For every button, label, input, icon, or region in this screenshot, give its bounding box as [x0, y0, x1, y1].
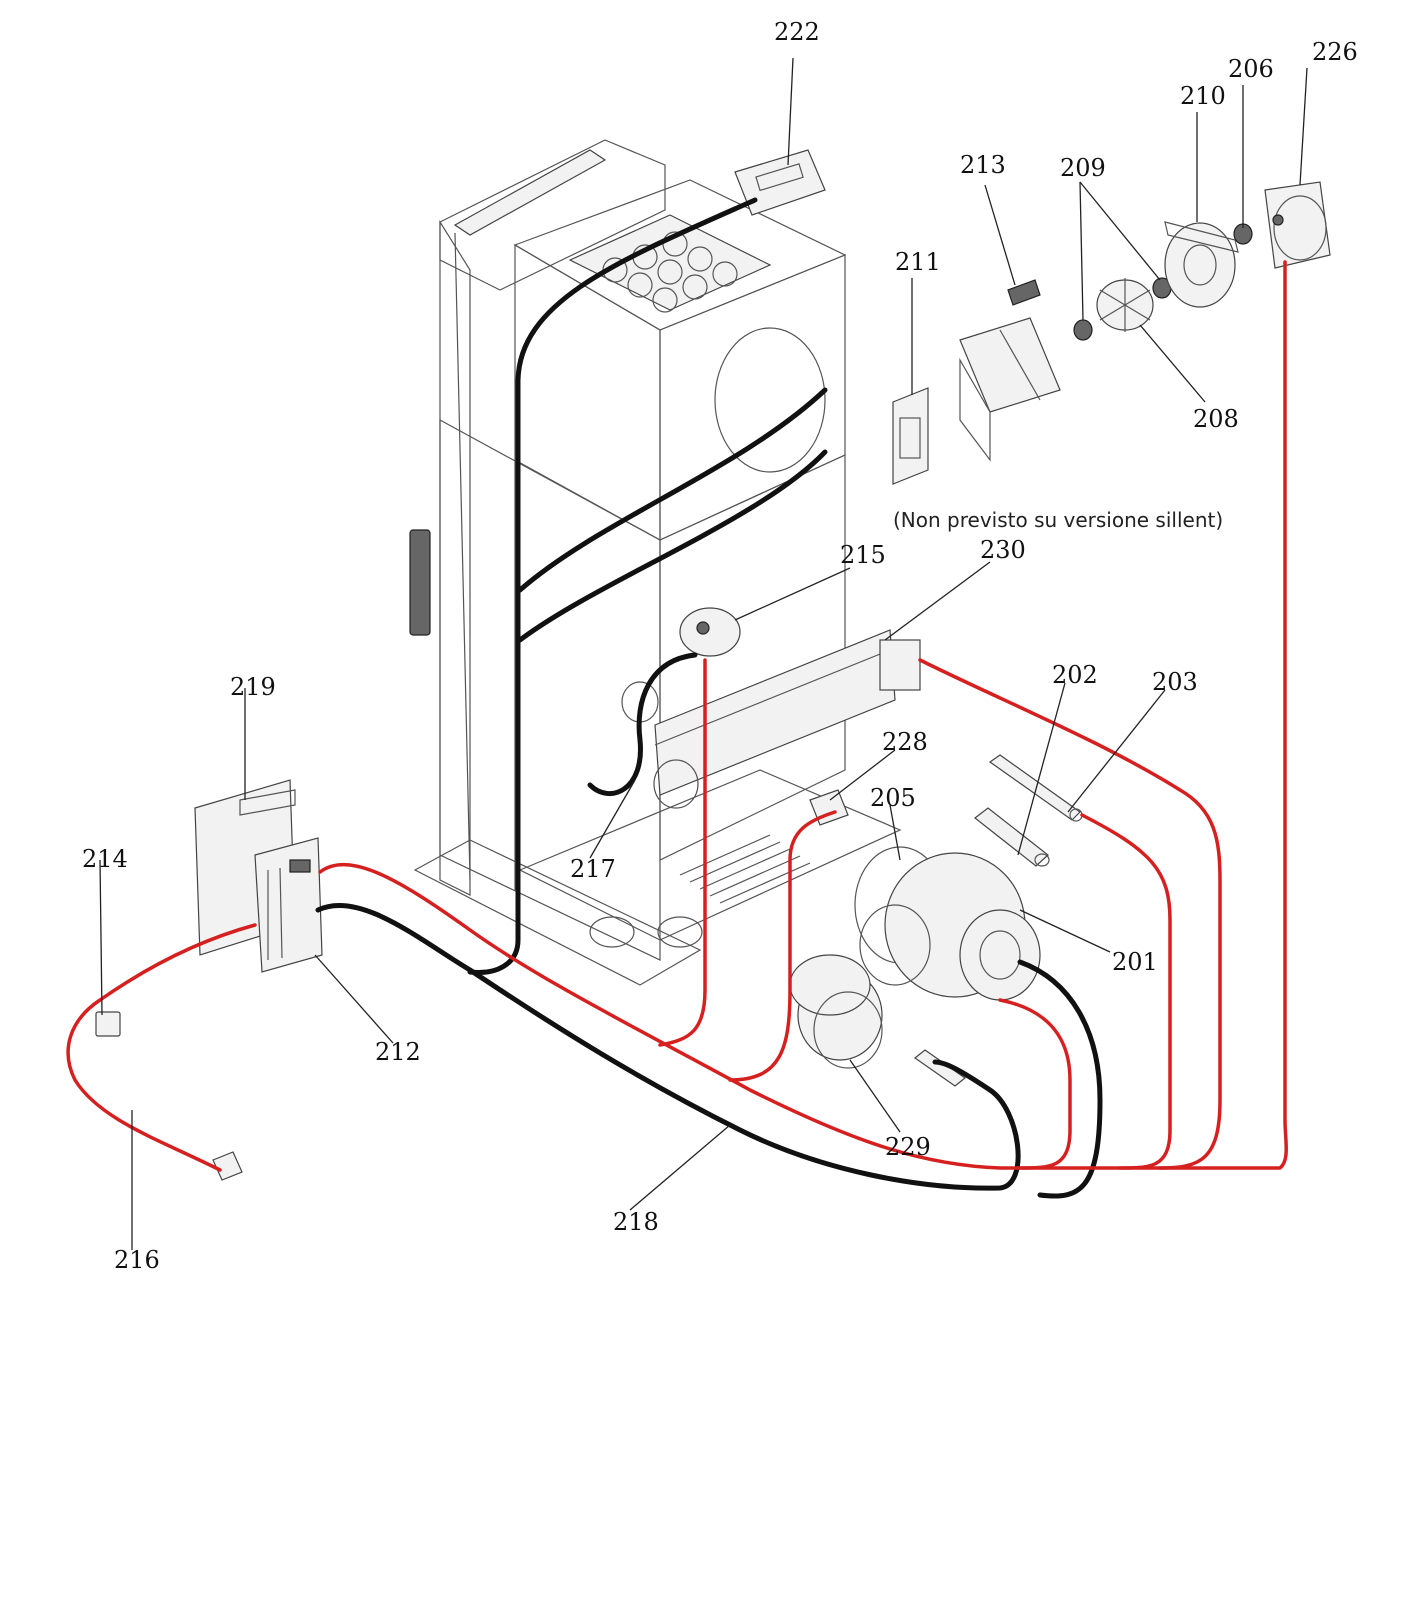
- black-wires: [315, 197, 1103, 1199]
- callout-201: 201: [1112, 948, 1158, 976]
- callout-210: 210: [1180, 82, 1226, 110]
- hopper-grid: [568, 214, 772, 313]
- note-silent-version: (Non previsto su versione sillent): [893, 508, 1223, 532]
- control-panel-222: [734, 149, 826, 216]
- callout-229: 229: [885, 1133, 931, 1161]
- switch-214: [95, 1011, 121, 1037]
- callout-205: 205: [870, 784, 916, 812]
- plate-211: [892, 387, 929, 485]
- impeller-208: [1096, 278, 1154, 332]
- callout-216: 216: [114, 1246, 160, 1274]
- igniter: [913, 1049, 967, 1087]
- fan-201: [859, 852, 1041, 1001]
- bearing-209a: [1073, 319, 1093, 341]
- stove-body: [409, 139, 921, 986]
- bracket-213: [1007, 279, 1041, 306]
- callout-219: 219: [230, 673, 276, 701]
- callout-213: 213: [960, 151, 1006, 179]
- callout-218: 218: [613, 1208, 659, 1236]
- burner-pot: [959, 317, 1061, 462]
- callout-215: 215: [840, 541, 886, 569]
- callout-228: 228: [882, 728, 928, 756]
- probe-202: [974, 807, 1050, 867]
- callout-202: 202: [1052, 661, 1098, 689]
- control-board-212: [254, 837, 323, 973]
- gearmotor-226: [1264, 181, 1331, 269]
- callout-230: 230: [980, 536, 1026, 564]
- callout-226: 226: [1312, 38, 1358, 66]
- callouts: 222 226 206 210 209 213 211 208 (Non pre…: [82, 18, 1358, 1274]
- callout-209: 209: [1060, 154, 1106, 182]
- base-vents: [589, 834, 811, 948]
- callout-211: 211: [895, 248, 941, 276]
- elbow-229: [789, 954, 883, 1069]
- callout-212: 212: [375, 1038, 421, 1066]
- callout-203: 203: [1152, 668, 1198, 696]
- red-wires: [66, 260, 1288, 1172]
- callout-206: 206: [1228, 55, 1274, 83]
- callout-222: 222: [774, 18, 820, 46]
- plug-216: [212, 1151, 243, 1181]
- callout-217: 217: [570, 855, 616, 883]
- leader-lines: [99, 57, 1308, 1250]
- flange-210: [1164, 221, 1239, 308]
- callout-208: 208: [1193, 405, 1239, 433]
- callout-214: 214: [82, 845, 128, 873]
- pressure-switch-215: [679, 607, 741, 657]
